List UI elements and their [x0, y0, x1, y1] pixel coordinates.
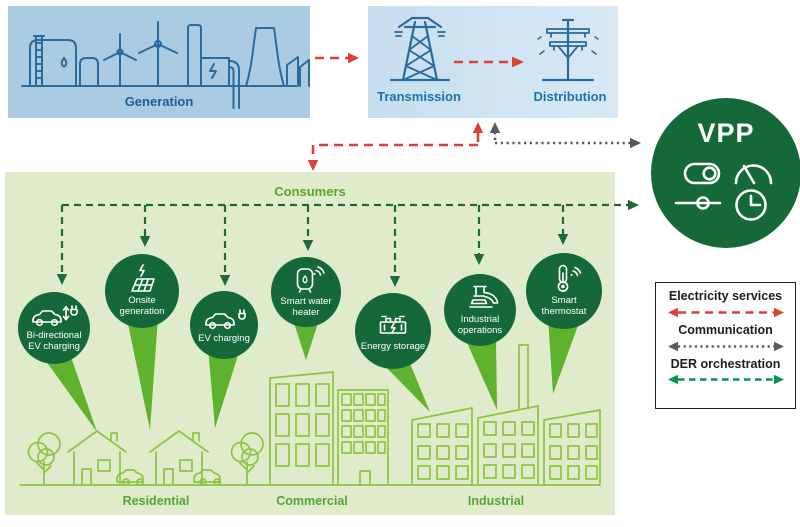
green-dashed-arrow	[667, 375, 784, 385]
wind-turbine-icon	[103, 33, 137, 87]
transmission-distribution-box: Transmission Distribution	[368, 6, 618, 118]
droplet-icon	[60, 57, 68, 68]
device-bidirectional-ev-charging: Bi-directional EV charging	[18, 292, 90, 364]
transmission-to-distribution-arrow	[454, 56, 524, 68]
thermostat-icon	[557, 265, 582, 293]
toggle-icon	[683, 162, 721, 185]
transmission-label: Transmission	[377, 89, 461, 104]
legend-label: DER orchestration	[670, 356, 781, 371]
transmission-tower-icon	[389, 16, 451, 82]
red-dashed-arrow	[667, 307, 784, 317]
device-label: Onsite generation	[119, 295, 165, 317]
generation-box: Generation	[8, 6, 310, 118]
device-label: EV charging	[198, 332, 250, 344]
legend-item-electricity-services: Electricity services	[656, 289, 795, 319]
slider-icon	[674, 196, 722, 210]
ladder-icon	[33, 35, 45, 87]
gauge-icon	[734, 164, 773, 185]
bidirectional-ev-charging-icon	[32, 305, 78, 327]
legend-label: Electricity services	[668, 289, 783, 303]
legend-label: Communication	[678, 322, 773, 337]
vpp-circle: VPP	[651, 98, 800, 248]
generation-plant-icons	[21, 21, 310, 109]
device-smart-thermostat: Smart thermostat	[526, 253, 602, 329]
water-heater-icon	[296, 266, 325, 294]
device-ev-charging: EV charging	[190, 291, 258, 359]
gray-dotted-arrow	[667, 341, 784, 351]
ev-charging-icon	[205, 308, 246, 329]
distribution-label: Distribution	[533, 89, 607, 104]
sector-label-commercial: Commercial	[276, 494, 348, 508]
consumers-title: Consumers	[274, 184, 346, 199]
device-label: Bi-directional EV charging	[26, 330, 82, 352]
solar-panel-icon	[131, 264, 155, 293]
legend-box: Electricity services Communication DER o…	[655, 282, 796, 409]
power-plant-icon	[187, 24, 240, 109]
device-label: Energy storage	[360, 340, 426, 352]
communication-arrowheads	[489, 122, 641, 149]
device-energy-storage: Energy storage	[355, 293, 431, 369]
device-smart-water-heater: Smart water heater	[271, 257, 341, 327]
industrial-machine-icon	[469, 286, 499, 309]
battery-icon	[379, 315, 407, 334]
wind-turbine-icon	[138, 21, 178, 87]
device-onsite-generation: Onsite generation	[105, 254, 179, 328]
legend-item-communication: Communication	[656, 322, 795, 353]
device-label: Smart thermostat	[541, 295, 587, 317]
vpp-label: VPP	[697, 118, 755, 148]
legend-item-der-orchestration: DER orchestration	[656, 356, 795, 387]
consumers-box	[5, 172, 615, 515]
generation-label: Generation	[124, 94, 194, 109]
distribution-pole-icon	[537, 18, 599, 82]
communication-arrows	[493, 128, 632, 145]
small-tank-icon	[79, 57, 99, 87]
cooling-tower-icon	[245, 27, 285, 87]
sector-label-residential: Residential	[122, 494, 190, 508]
device-label: Smart water heater	[280, 296, 332, 318]
clock-icon	[735, 189, 767, 221]
oil-tank-icon	[29, 39, 77, 87]
factory-icon	[286, 56, 310, 87]
vpp-control-icons	[674, 162, 773, 221]
device-industrial-operations: Industrial operations	[444, 274, 516, 346]
sector-label-industrial: Industrial	[467, 494, 525, 508]
device-label: Industrial operations	[457, 314, 503, 336]
